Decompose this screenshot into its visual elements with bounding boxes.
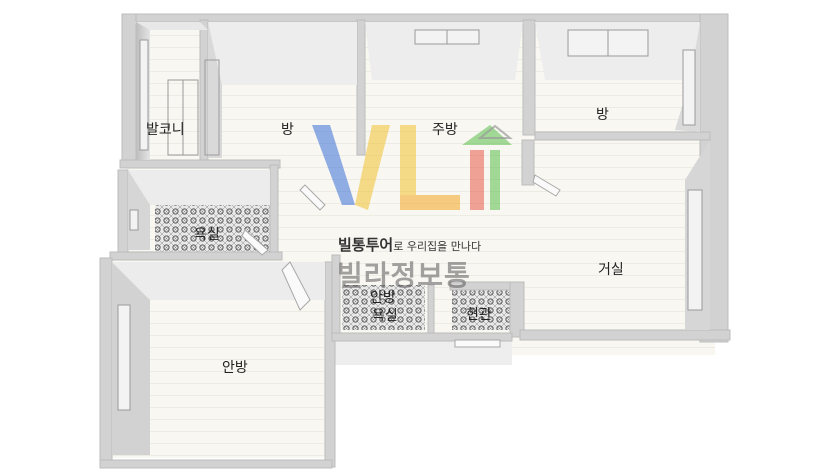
- master-bath-tile-floor: [342, 285, 425, 330]
- room-label-master-bath-line2: 욕실: [372, 308, 398, 324]
- room-label-entrance: 현관: [466, 307, 492, 323]
- balcony-sliding-door: [167, 59, 220, 156]
- room-label-balcony: 발코니: [146, 122, 185, 138]
- doors: [241, 174, 561, 348]
- room-label-kitchen: 주방: [432, 122, 458, 138]
- watermark-tagline: 빌통투어로 우리집을 만나다: [338, 234, 481, 255]
- logo-watermark: [312, 125, 512, 210]
- house-icon: [477, 124, 513, 139]
- room-label-living: 거실: [598, 262, 624, 278]
- room-label-master-bath-line1: 안방: [370, 290, 396, 306]
- watermark-tagline-rest: 로 우리집을 만나다: [393, 240, 482, 253]
- room-label-room2: 방: [596, 107, 609, 123]
- entrance-tile-floor: [452, 290, 510, 330]
- room-label-room1: 방: [281, 122, 294, 138]
- watermark-tagline-bold: 빌통투어: [338, 236, 394, 254]
- room-label-bathroom: 욕실: [194, 227, 220, 243]
- watermark-brand: 빌라정보통: [337, 259, 471, 292]
- room-label-master: 안방: [222, 360, 248, 376]
- windows: [117, 29, 703, 411]
